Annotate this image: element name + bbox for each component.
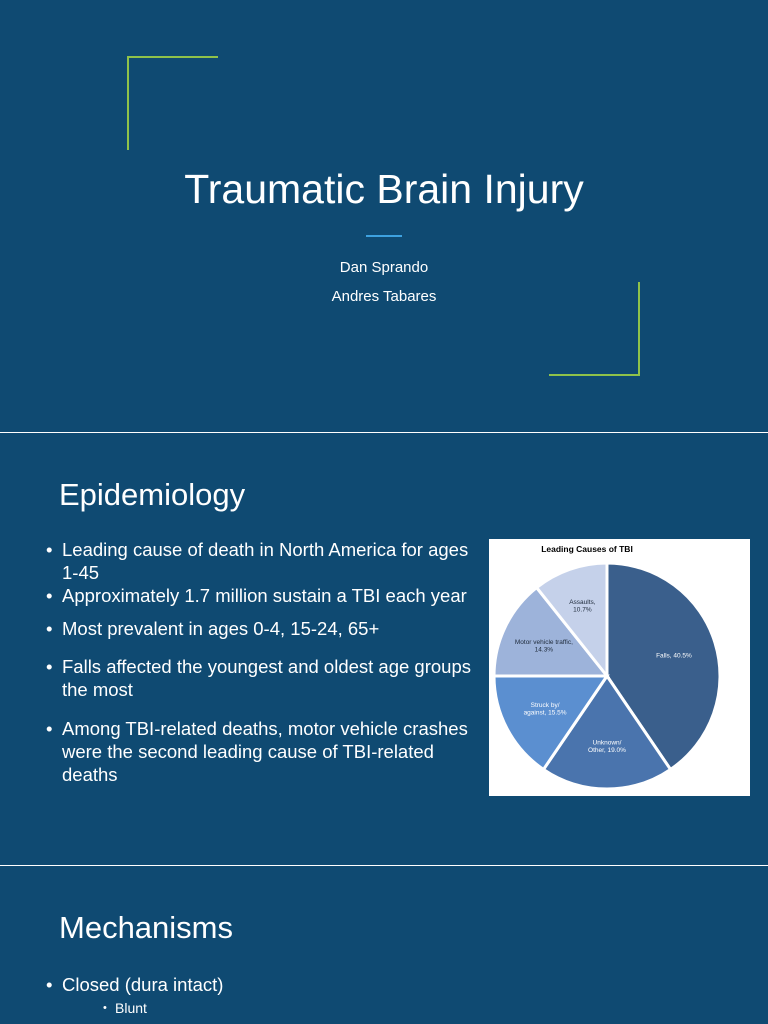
- bullet-list: Closed (dura intact): [46, 973, 726, 996]
- bullet-item: Approximately 1.7 million sustain a TBI …: [46, 584, 478, 607]
- corner-accent-top-left: [127, 56, 129, 150]
- slice-label: Struck by/against, 15.5%: [524, 702, 567, 717]
- title-slide: Traumatic Brain Injury Dan Sprando Andre…: [0, 0, 768, 432]
- slice-label: Assaults,10.7%: [569, 599, 596, 614]
- bullet-item: Closed (dura intact): [46, 973, 726, 996]
- bullet-item: Leading cause of death in North America …: [46, 538, 478, 584]
- mechanisms-slide: Mechanisms Closed (dura intact) Blunt: [0, 866, 768, 1024]
- bullet-item: Most prevalent in ages 0-4, 15-24, 65+: [46, 617, 478, 640]
- pie-slice: [492, 585, 611, 678]
- pie-slice: [541, 673, 673, 791]
- bullet-item: Among TBI-related deaths, motor vehicle …: [46, 717, 478, 786]
- slice-label: Motor vehicle traffic,14.3%: [515, 639, 573, 654]
- pie-chart-svg: Leading Causes of TBI Falls, 40.5% Unknow…: [492, 544, 722, 791]
- sub-bullet-item: Blunt: [103, 998, 147, 1018]
- corner-accent-bottom-right: [638, 282, 640, 376]
- author-name: Dan Sprando: [339, 259, 429, 276]
- author-name: Andres Tabares: [331, 288, 437, 305]
- slice-label: Unknown/Other, 19.0%: [588, 739, 626, 754]
- corner-accent-top-left: [128, 56, 218, 58]
- pie-slice: [492, 674, 610, 772]
- presentation-title: Traumatic Brain Injury: [184, 166, 584, 212]
- pie-chart: Leading Causes of TBI Falls, 40.5% Unknow…: [489, 539, 750, 796]
- corner-accent-bottom-right: [549, 374, 640, 376]
- epidemiology-slide: Epidemiology Leading cause of death in N…: [0, 433, 768, 865]
- slide-heading: Epidemiology: [59, 477, 246, 512]
- slide-heading: Mechanisms: [59, 910, 233, 945]
- pie-slice: [534, 561, 609, 681]
- slice-label: Falls, 40.5%: [656, 652, 692, 659]
- pie-slice: [605, 561, 722, 772]
- title-underline: [366, 235, 402, 237]
- bullet-item: Falls affected the youngest and oldest a…: [46, 655, 478, 701]
- chart-title: Leading Causes of TBI: [541, 544, 633, 554]
- sub-bullet-list: Blunt: [103, 998, 147, 1018]
- bullet-list: Leading cause of death in North America …: [46, 538, 478, 786]
